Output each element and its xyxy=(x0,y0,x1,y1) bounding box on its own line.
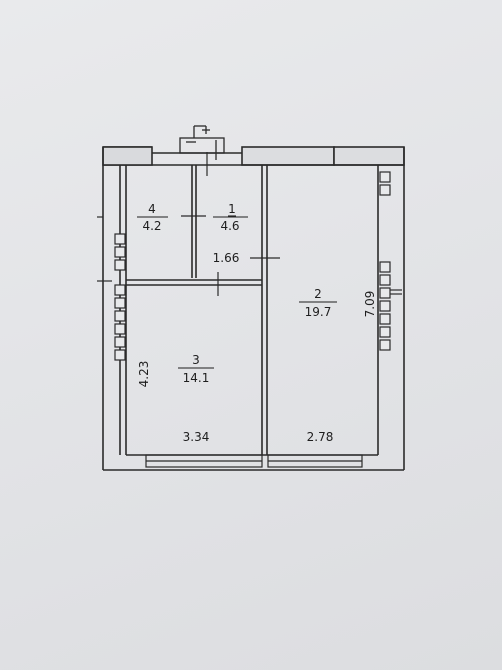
room-1-area: 4.6 xyxy=(220,219,239,233)
room-2-width-label: 2.78 xyxy=(307,430,334,444)
left-wall-blocks xyxy=(114,233,126,361)
room-3-area: 14.1 xyxy=(183,371,210,385)
room-4-label: 4 4.2 xyxy=(137,202,168,233)
right-wall-blocks xyxy=(379,171,391,351)
outer-walls xyxy=(102,146,405,471)
room-4-number: 4 xyxy=(148,202,156,216)
room-2-label: 2 19.7 xyxy=(299,287,337,319)
internal-walls xyxy=(126,165,268,455)
room-3-number: 3 xyxy=(192,353,200,367)
shaft-symbol xyxy=(179,125,225,160)
dimension-ticks xyxy=(97,152,402,296)
room-4-area: 4.2 xyxy=(142,219,161,233)
room-3-width-label: 3.34 xyxy=(183,430,210,444)
room-1-number: 1 xyxy=(228,202,236,216)
room-2-length-label: 7.09 xyxy=(363,291,377,318)
room-3-length-label: 4.23 xyxy=(137,361,151,388)
room-2-area: 19.7 xyxy=(305,305,332,319)
room-2-number: 2 xyxy=(314,287,322,301)
room-1-label: 1 4.6 xyxy=(213,202,248,233)
corridor-width-label: 1.66 xyxy=(213,251,240,265)
bottom-windows xyxy=(145,454,363,468)
room-3-label: 3 14.1 xyxy=(178,353,214,385)
